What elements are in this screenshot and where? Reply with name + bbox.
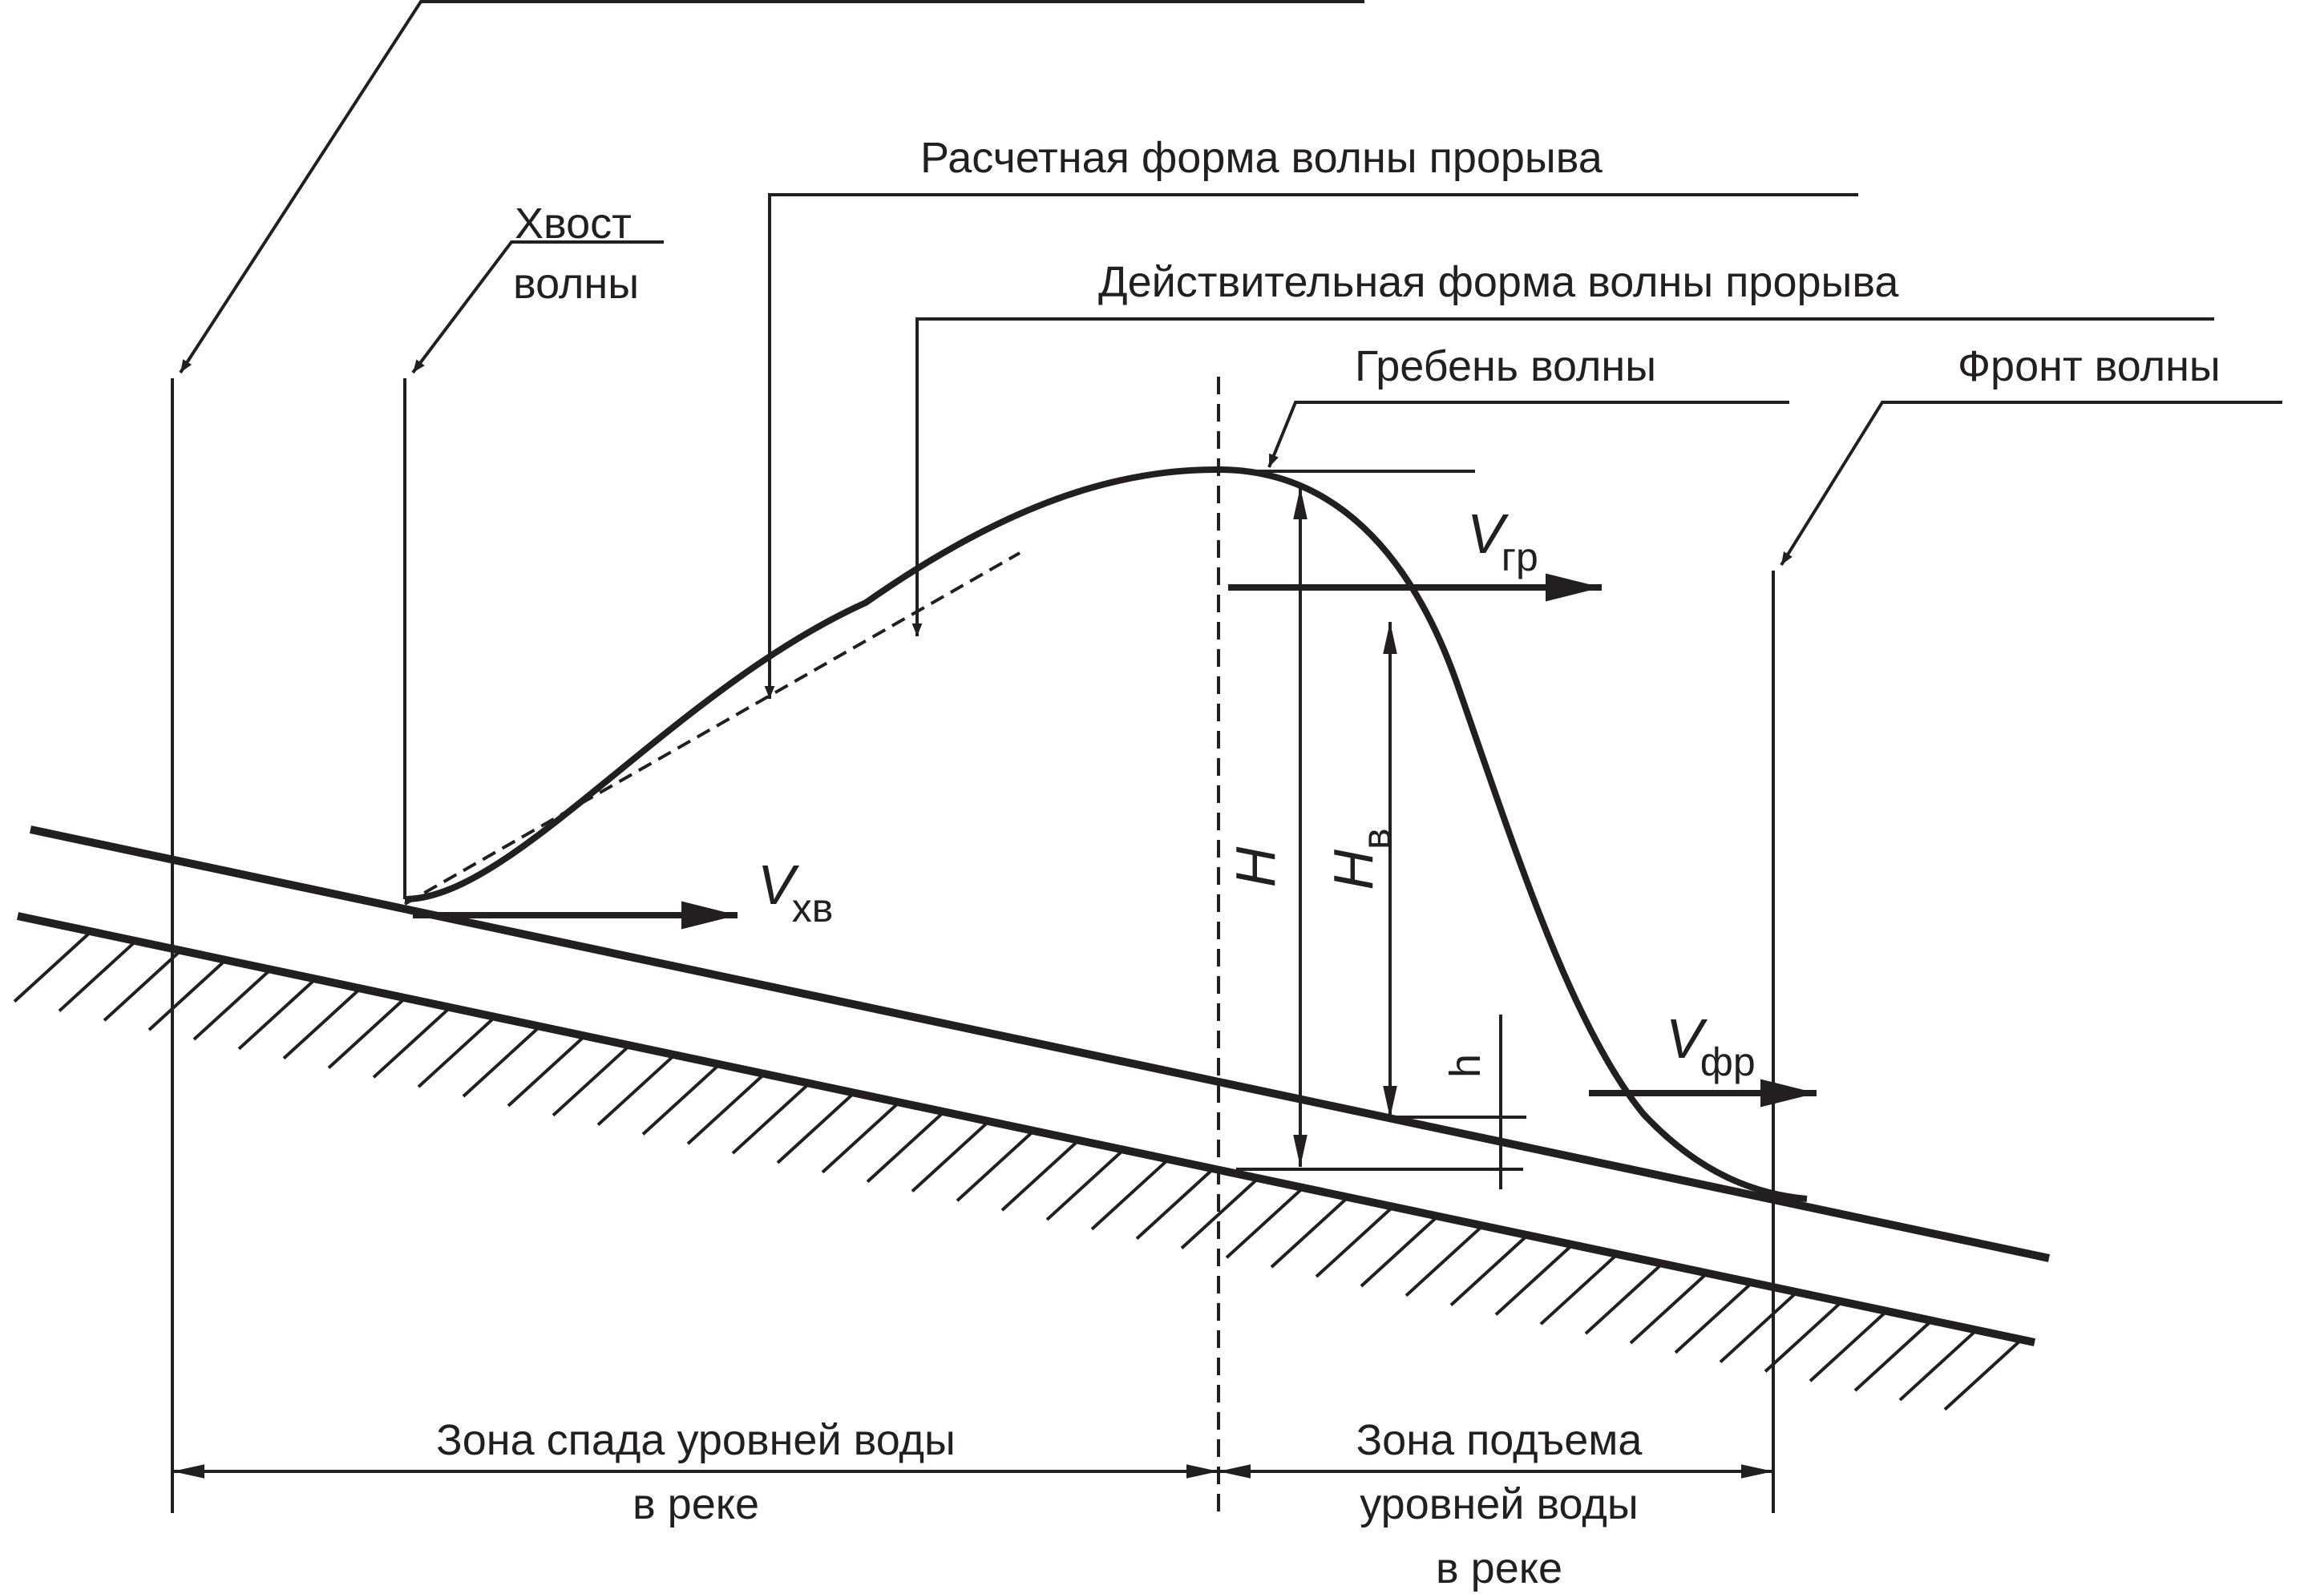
riverbed-hatch <box>866 1113 943 1184</box>
v-tail-label: Vхв <box>758 853 833 930</box>
riverbed-hatch <box>1360 1217 1437 1288</box>
riverbed-hatch <box>1405 1227 1481 1297</box>
riverbed-hatch <box>1000 1141 1077 1212</box>
riverbed-hatch <box>13 933 90 1003</box>
H-label: H <box>1224 846 1287 887</box>
fall-zone-label-line2: в реке <box>633 1480 759 1528</box>
riverbed-hatch <box>731 1084 808 1155</box>
riverbed-hatch <box>1539 1255 1616 1326</box>
initial-water-surface <box>29 825 2051 1262</box>
riverbed-hatch <box>192 971 269 1041</box>
riverbed-hatch <box>1809 1312 1885 1382</box>
riverbed-hatch <box>1584 1265 1661 1335</box>
riverbed-hatch <box>58 942 135 1012</box>
leader-tail <box>411 240 664 374</box>
riverbed-hatch <box>1764 1302 1841 1373</box>
leader-left-boundary <box>179 0 1364 374</box>
riverbed-hatch <box>776 1094 853 1164</box>
calculated-wave-label: Расчетная форма волны прорыва <box>920 134 1603 182</box>
riverbed-hatching <box>13 933 2020 1411</box>
riverbed-hatch <box>1629 1274 1706 1345</box>
actual-wave-shape <box>404 466 1808 1202</box>
riverbed-hatch <box>1090 1160 1167 1231</box>
v-crest-label: Vгр <box>1467 502 1538 579</box>
riverbed-hatch <box>103 951 180 1022</box>
riverbed-hatch <box>1449 1237 1526 1306</box>
rise-zone-label-line1: Зона подъема <box>1356 1416 1643 1464</box>
riverbed-hatch <box>1225 1188 1302 1259</box>
rise-zone-label-line2: уровней воды <box>1360 1480 1638 1528</box>
riverbed-hatch <box>1315 1208 1392 1278</box>
riverbed-hatch <box>1494 1245 1571 1316</box>
riverbed-hatch <box>1270 1198 1347 1269</box>
riverbed-hatch <box>911 1122 988 1192</box>
leader-front <box>1780 401 2282 567</box>
leader-crest <box>1267 401 1789 468</box>
crest-label: Гребень волны <box>1355 342 1656 390</box>
leader-calculated-wave <box>764 193 1858 699</box>
fall-zone-label-line1: Зона спада уровней воды <box>436 1416 956 1464</box>
riverbed-hatch <box>1853 1322 1930 1392</box>
riverbed-hatch <box>372 1008 449 1079</box>
riverbed-hatch <box>1180 1179 1257 1249</box>
v-front-label: Vфр <box>1666 1007 1756 1084</box>
riverbed-hatch <box>1898 1331 1975 1402</box>
riverbed-hatch <box>552 1047 628 1117</box>
leader-actual-wave <box>911 317 2214 636</box>
riverbed-hatch <box>327 999 404 1069</box>
tail-label-line1: Хвост <box>515 200 632 248</box>
riverbed-hatch <box>1943 1341 2020 1411</box>
riverbed-hatch <box>821 1104 898 1174</box>
riverbed-hatch <box>1674 1284 1751 1354</box>
tail-label-line2: волны <box>513 260 639 308</box>
actual-wave-label: Действительная форма волны прорыва <box>1098 258 1899 306</box>
riverbed-hatch <box>1719 1293 1796 1364</box>
riverbed-hatch <box>282 990 359 1060</box>
riverbed-hatch <box>462 1027 539 1098</box>
riverbed-hatch <box>148 961 224 1031</box>
riverbed-hatch <box>1135 1170 1212 1241</box>
riverbed-hatch <box>237 980 314 1051</box>
riverbed-hatch <box>686 1075 763 1145</box>
calculated-wave-shape <box>404 551 1021 906</box>
riverbed-hatch <box>417 1018 494 1088</box>
riverbed-hatch <box>507 1037 584 1108</box>
rise-zone-label-line3: в реке <box>1436 1544 1562 1592</box>
riverbed-hatch <box>1045 1151 1122 1221</box>
h-label: h <box>1441 1054 1489 1078</box>
riverbed-hatch <box>956 1132 1033 1202</box>
Hv-label: Hв <box>1322 828 1399 890</box>
front-label: Фронт волны <box>1958 342 2221 390</box>
riverbed <box>13 912 2036 1411</box>
riverbed-hatch <box>596 1056 673 1127</box>
riverbed-hatch <box>641 1065 718 1136</box>
